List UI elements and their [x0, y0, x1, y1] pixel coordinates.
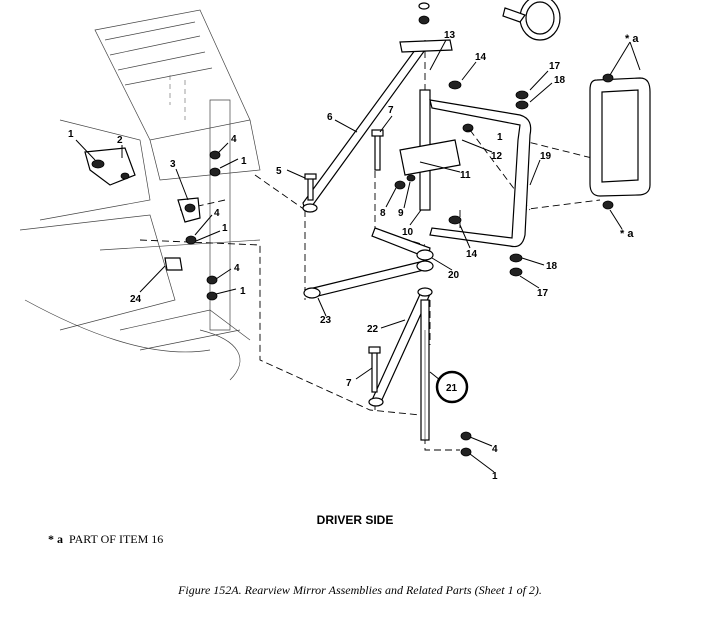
- callout-24: 24: [130, 294, 142, 305]
- legend-symbol: * a: [48, 532, 63, 546]
- callout-1: 1: [492, 471, 498, 482]
- legend: * a PART OF ITEM 16: [48, 532, 163, 547]
- callout-17: 17: [549, 61, 561, 72]
- callout-star-a: * a: [620, 228, 634, 240]
- callout-14: 14: [466, 249, 478, 260]
- callout-4: 4: [234, 263, 240, 274]
- callout-star-a: * a: [625, 33, 639, 45]
- callout-13: 13: [444, 30, 456, 41]
- callout-1: 1: [497, 132, 503, 143]
- callout-1: 1: [222, 223, 228, 234]
- callout-7: 7: [346, 378, 352, 389]
- view-title: DRIVER SIDE: [316, 513, 394, 527]
- callout-4: 4: [492, 444, 498, 455]
- mirror-heads: [502, 0, 651, 210]
- callout-7: 7: [388, 105, 394, 116]
- figure-caption: Figure 152A. Rearview Mirror Assemblies …: [178, 583, 542, 597]
- callout-1: 1: [241, 156, 247, 167]
- callout-11: 11: [460, 170, 471, 181]
- callout-4: 4: [214, 208, 220, 219]
- callout-6: 6: [327, 112, 333, 123]
- callout-23: 23: [320, 315, 332, 326]
- callout-10: 10: [402, 227, 414, 238]
- cab-outline: [19, 9, 261, 381]
- callout-17: 17: [537, 288, 549, 299]
- callout-12: 12: [491, 151, 503, 162]
- assembly-lines: [139, 40, 601, 451]
- callout-21: 21: [446, 383, 458, 394]
- callout-22: 22: [367, 324, 379, 335]
- callout-20: 20: [448, 270, 460, 281]
- callout-8: 8: [380, 208, 386, 219]
- callout-3: 3: [170, 159, 176, 170]
- callout-18: 18: [546, 261, 558, 272]
- callout-9: 9: [398, 208, 404, 219]
- callout-2: 2: [117, 135, 123, 146]
- highlight-circle-item-21: [435, 370, 469, 404]
- callout-1: 1: [68, 129, 74, 140]
- mirror-arm-assembly: [302, 2, 532, 457]
- callout-18: 18: [554, 75, 566, 86]
- callout-4: 4: [231, 134, 237, 145]
- callout-19: 19: [540, 151, 552, 162]
- legend-text: PART OF ITEM 16: [69, 532, 164, 546]
- callout-1: 1: [240, 286, 246, 297]
- leader-lines: [75, 39, 641, 473]
- callout-14: 14: [475, 52, 487, 63]
- callout-labels: 1 2 3 4 1 4 1 4 1 24 5 6 7 8 9 10 11 12 …: [68, 30, 639, 482]
- callout-5: 5: [276, 166, 282, 177]
